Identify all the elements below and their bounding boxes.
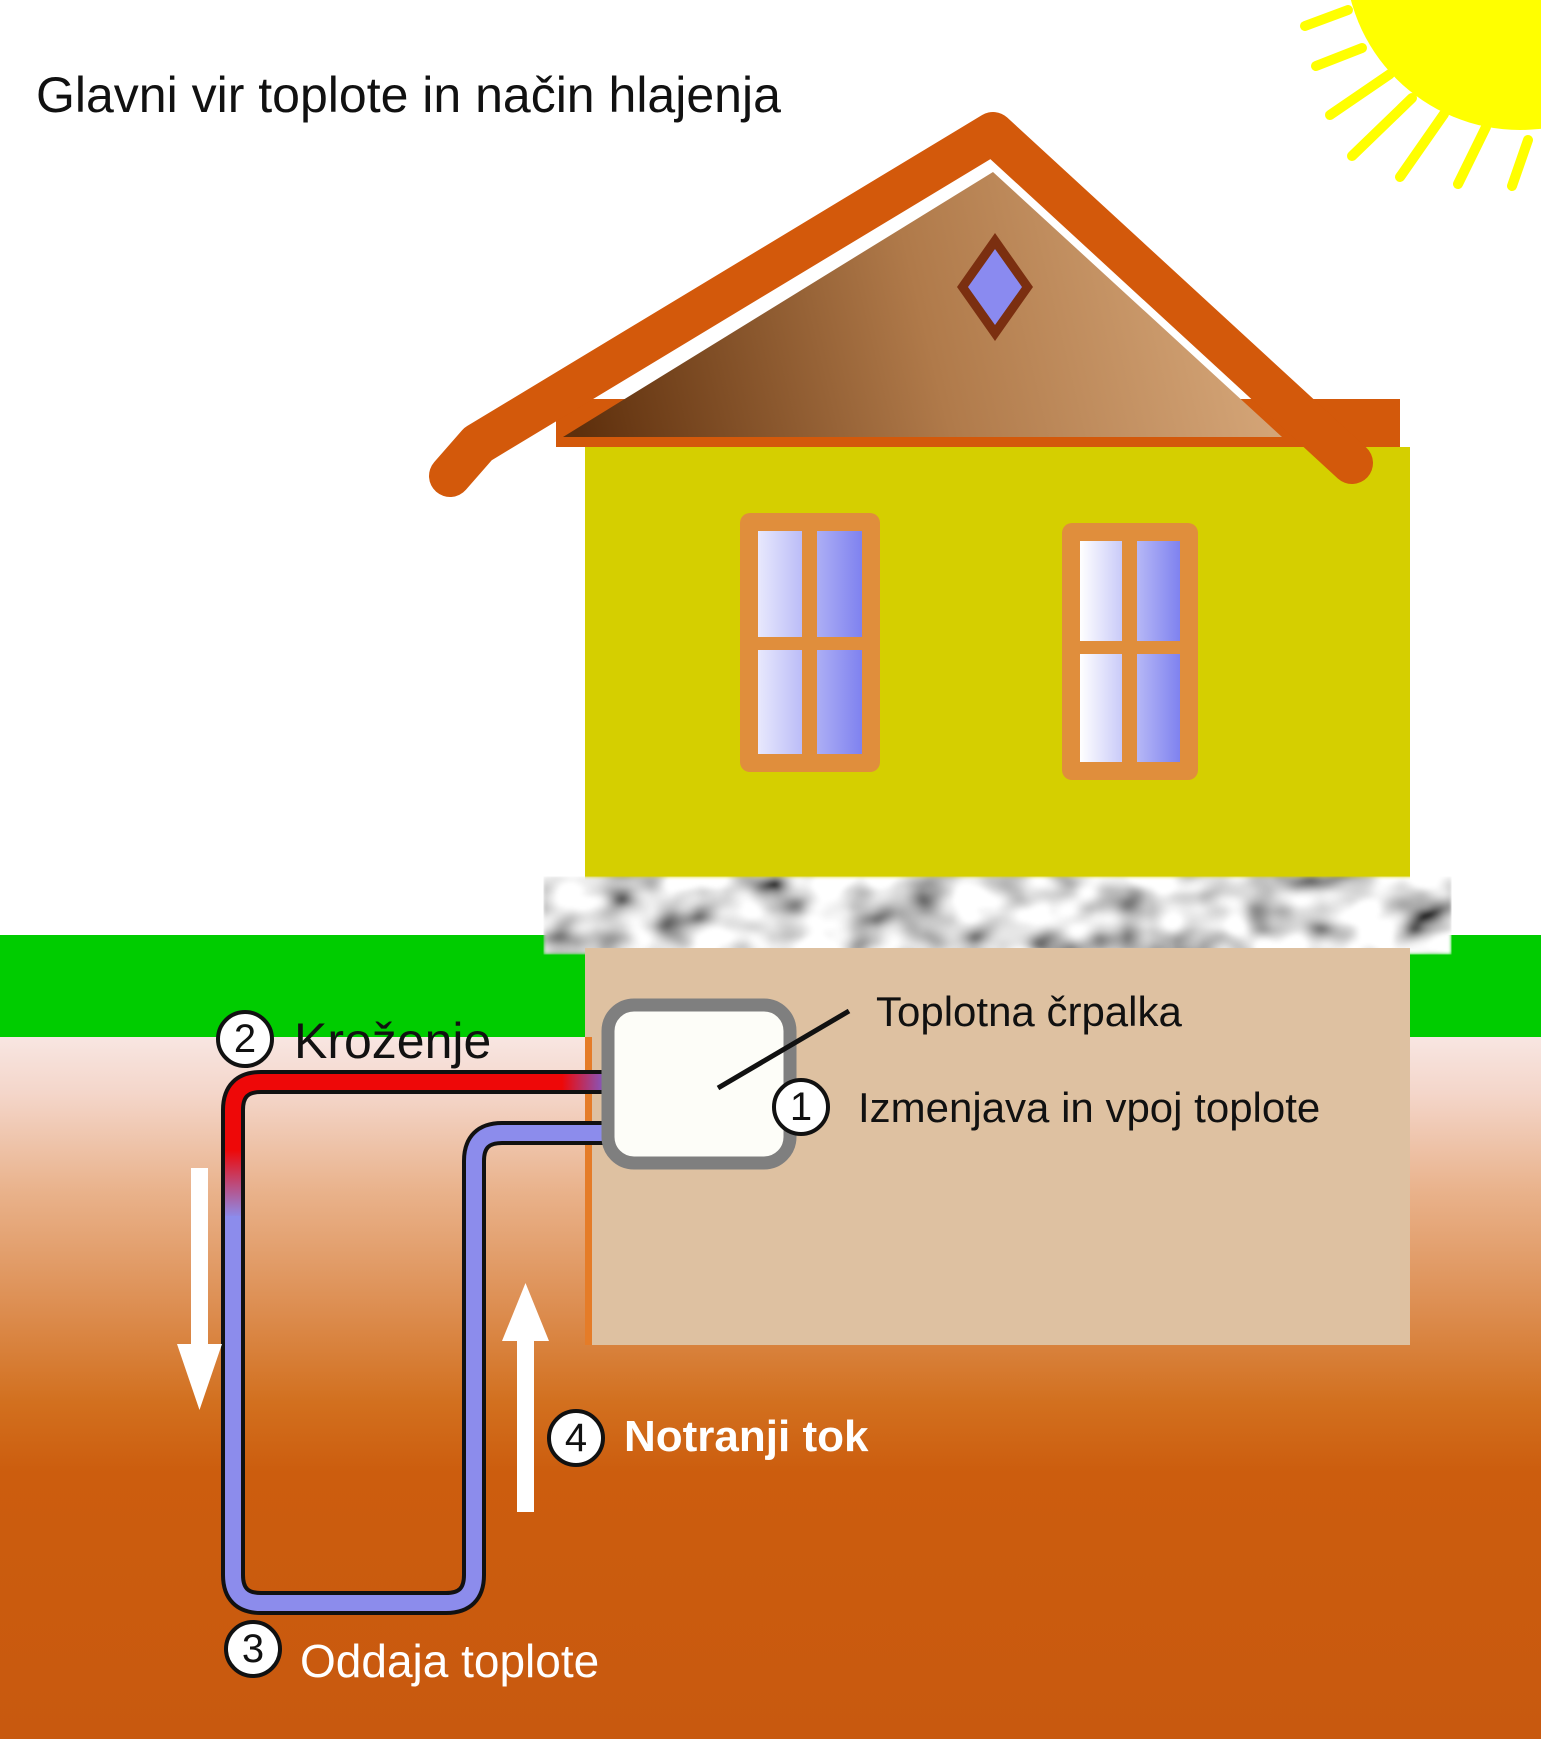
heat-pump-pointer-line — [716, 1008, 851, 1091]
pipe-cold-segment — [225, 1125, 608, 1611]
step-3-number: 3 — [241, 1626, 265, 1671]
roof-border — [429, 112, 1373, 497]
step-1-badge: 1 — [772, 1078, 830, 1136]
sun-icon — [1300, 0, 1541, 191]
stone-foundation-strip — [585, 883, 1410, 948]
step-2-badge: 2 — [216, 1010, 274, 1068]
attic-diamond-window — [957, 233, 1033, 341]
step-4-badge: 4 — [547, 1409, 605, 1467]
heat-pump-box — [601, 998, 797, 1170]
house-wall — [585, 447, 1410, 883]
heat-pump-label: Toplotna črpalka — [876, 988, 1182, 1035]
step-2-number: 2 — [233, 1016, 257, 1061]
step-1-label: Izmenjava in vpoj toplote — [858, 1084, 1321, 1131]
step-3-label: Oddaja toplote — [300, 1635, 600, 1687]
pipe-loop — [221, 1070, 608, 1615]
roof-gable — [563, 172, 1282, 437]
step-4-number: 4 — [564, 1415, 588, 1460]
step-1-number: 1 — [789, 1084, 813, 1129]
step-4-label: Notranji tok — [624, 1412, 869, 1461]
diagram-title: Glavni vir toplote in način hlajenja — [36, 67, 781, 123]
window-right — [1062, 523, 1198, 780]
arrow-down-icon — [177, 1168, 222, 1410]
pipe-hot-segment — [225, 1074, 608, 1152]
step-3-badge: 3 — [224, 1620, 282, 1678]
house — [429, 112, 1410, 1345]
window-left — [740, 513, 880, 772]
step-2-label: Kroženje — [294, 1013, 492, 1069]
arrow-up-icon — [502, 1283, 549, 1512]
foundation-left-edge — [585, 1037, 592, 1345]
